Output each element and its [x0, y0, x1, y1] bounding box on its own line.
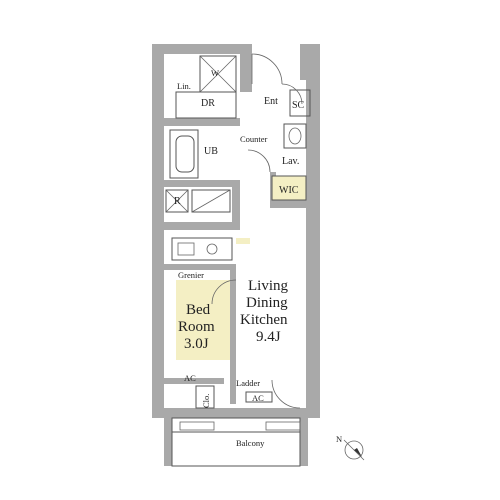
label-ac-ldk: AC	[252, 393, 264, 403]
label-ub: UB	[204, 146, 218, 157]
label-wic: WIC	[279, 185, 299, 196]
door-swings	[211, 53, 303, 409]
label-lav: Lav.	[282, 156, 299, 167]
label-bedroom-2: Room	[178, 319, 215, 335]
label-ldk-1: Living	[248, 278, 288, 294]
label-lin: Lin.	[177, 81, 191, 91]
label-w: W	[211, 68, 219, 78]
label-clo: Clo.	[201, 394, 211, 408]
label-sc: SC	[292, 100, 305, 111]
label-ldk-4: 9.4J	[256, 329, 281, 345]
label-balcony: Balcony	[236, 438, 265, 448]
exterior-walls	[152, 44, 320, 466]
label-r: R	[174, 196, 181, 207]
label-bedroom-3: 3.0J	[184, 336, 209, 352]
compass-label: N	[336, 434, 342, 444]
label-ladder: Ladder	[236, 378, 260, 388]
room-outlines	[165, 55, 311, 467]
label-counter: Counter	[240, 134, 268, 144]
label-dr: DR	[201, 98, 215, 109]
label-ent: Ent	[264, 96, 278, 107]
label-grenier: Grenier	[178, 270, 204, 280]
label-bedroom-1: Bed	[186, 302, 211, 318]
north-compass: N	[336, 434, 365, 461]
label-ldk-2: Dining	[246, 295, 288, 311]
label-ac-bedroom: AC	[184, 373, 196, 383]
room-labels: Lin. DR W Ent SC Counter UB Lav. WIC R G…	[174, 68, 305, 448]
label-ldk-3: Kitchen	[240, 312, 288, 328]
